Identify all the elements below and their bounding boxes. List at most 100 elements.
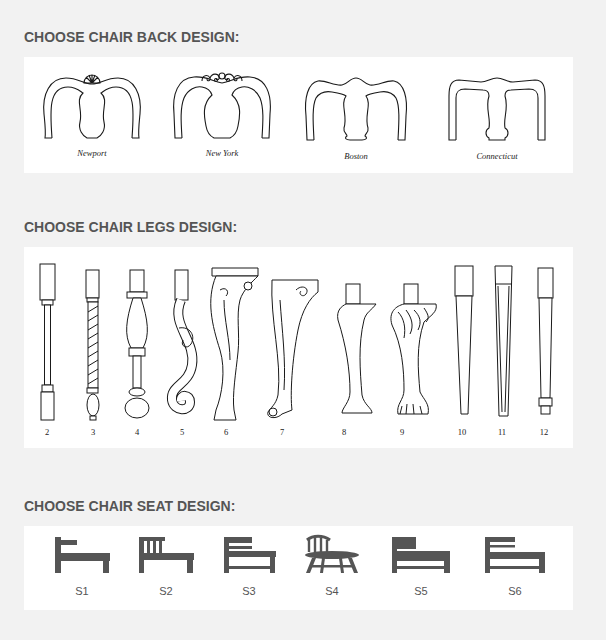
seat-icon	[61, 553, 110, 561]
crest-carving	[227, 79, 230, 82]
section-heading: CHOOSE CHAIR SEAT DESIGN:	[24, 498, 235, 514]
chair-back-drawing	[174, 74, 222, 138]
carved-cabriole-leg	[220, 289, 230, 360]
seat-icon	[224, 546, 252, 549]
tapered-leg	[496, 284, 512, 412]
twist-leg	[87, 388, 98, 393]
option-number: 12	[540, 428, 549, 437]
chair-back-drawing	[92, 78, 140, 138]
option-number: 7	[280, 428, 284, 437]
cuffed-tapered-leg	[541, 406, 550, 414]
option-name: S6	[508, 585, 521, 597]
twist-leg	[90, 416, 96, 420]
scroll-leg	[179, 328, 193, 347]
scroll-leg	[172, 270, 193, 409]
carved-cabriole-leg	[212, 268, 258, 276]
seat-icon	[485, 552, 545, 559]
scroll-foot-leg	[280, 287, 307, 390]
claw-foot-leg	[398, 308, 428, 414]
seat-icon	[397, 566, 444, 569]
seat-icon	[307, 536, 330, 540]
turned-leg	[42, 385, 53, 392]
turned-leg	[45, 305, 51, 385]
option-number: 9	[400, 428, 404, 437]
chair-back-drawing	[44, 78, 92, 138]
tapered-leg	[456, 296, 472, 414]
baluster-leg	[133, 356, 141, 388]
twist-leg	[87, 298, 98, 302]
crest-carving	[219, 73, 225, 79]
option-name: S1	[75, 585, 88, 597]
panel-ground	[24, 247, 573, 448]
turned-leg	[41, 392, 54, 420]
cuffed-tapered-leg	[538, 268, 553, 414]
seat-icon	[305, 551, 359, 559]
chair-back-drawing	[51, 87, 92, 138]
cuffed-tapered-leg	[538, 268, 553, 298]
tapered-leg	[495, 266, 512, 416]
seat-icon	[392, 537, 416, 549]
chair-back-drawing	[44, 73, 545, 140]
seat-icon	[485, 537, 515, 542]
option-number: 2	[45, 428, 49, 437]
seat-icon	[305, 536, 359, 573]
option-number: 6	[224, 428, 228, 437]
cuffed-tapered-leg	[539, 298, 552, 398]
chair-back-drawing	[222, 74, 270, 138]
chair-back-drawing	[44, 78, 92, 138]
baluster-leg	[129, 388, 145, 396]
seat-icon	[139, 553, 194, 560]
option-number: 8	[342, 428, 346, 437]
claw-foot-leg	[404, 284, 418, 304]
turned-leg	[42, 300, 53, 305]
seat-icon	[159, 541, 162, 553]
chair-back-drawing	[313, 92, 356, 140]
seat-icon	[444, 561, 450, 573]
baluster-leg	[125, 270, 149, 418]
option-name: S2	[159, 585, 172, 597]
seat-icon	[224, 537, 276, 573]
option-name: S4	[325, 585, 338, 597]
cuffed-tapered-leg	[539, 398, 552, 406]
chair-back-drawing	[306, 78, 357, 140]
tapered-leg	[455, 266, 473, 414]
panel-ground	[24, 526, 573, 610]
tapered-leg	[495, 266, 512, 416]
chair-back-drawing	[306, 78, 357, 140]
seat-icon	[229, 566, 270, 569]
chair-back-drawing	[174, 77, 222, 138]
seat-icon	[55, 536, 545, 573]
scroll-leg	[172, 300, 193, 409]
pad-foot-leg	[346, 284, 360, 304]
carved-cabriole-leg	[244, 282, 252, 290]
option-name: Boston	[344, 152, 368, 161]
seat-icon	[539, 559, 545, 573]
crest-carving	[215, 79, 218, 82]
seat-icon	[490, 566, 539, 569]
twist-leg	[86, 270, 99, 420]
seat-icon	[485, 545, 515, 548]
option-panel: CHOOSE CHAIR LEGS DESIGN:	[24, 247, 573, 448]
chair-back-drawing	[306, 78, 407, 140]
chair-back-drawing	[174, 73, 271, 138]
option-name: S5	[414, 585, 427, 597]
chair-back-drawing	[181, 87, 222, 138]
tapered-leg	[455, 266, 473, 296]
carved-cabriole-leg	[211, 268, 258, 420]
seat-icon	[147, 541, 150, 553]
baluster-leg	[125, 398, 149, 418]
seat-icon	[270, 557, 275, 573]
option-number: 11	[498, 428, 506, 437]
chair-back-drawing	[497, 78, 545, 140]
scroll-foot-leg	[268, 280, 318, 418]
seat-icon	[139, 537, 194, 573]
section-heading: CHOOSE CHAIR LEGS DESIGN:	[24, 219, 237, 235]
option-name: Newport	[77, 149, 106, 158]
seat-icon	[392, 537, 450, 573]
turned-leg	[40, 264, 55, 420]
twist-leg	[86, 270, 99, 298]
seat-icon	[224, 551, 276, 557]
seat-icon	[224, 537, 252, 543]
